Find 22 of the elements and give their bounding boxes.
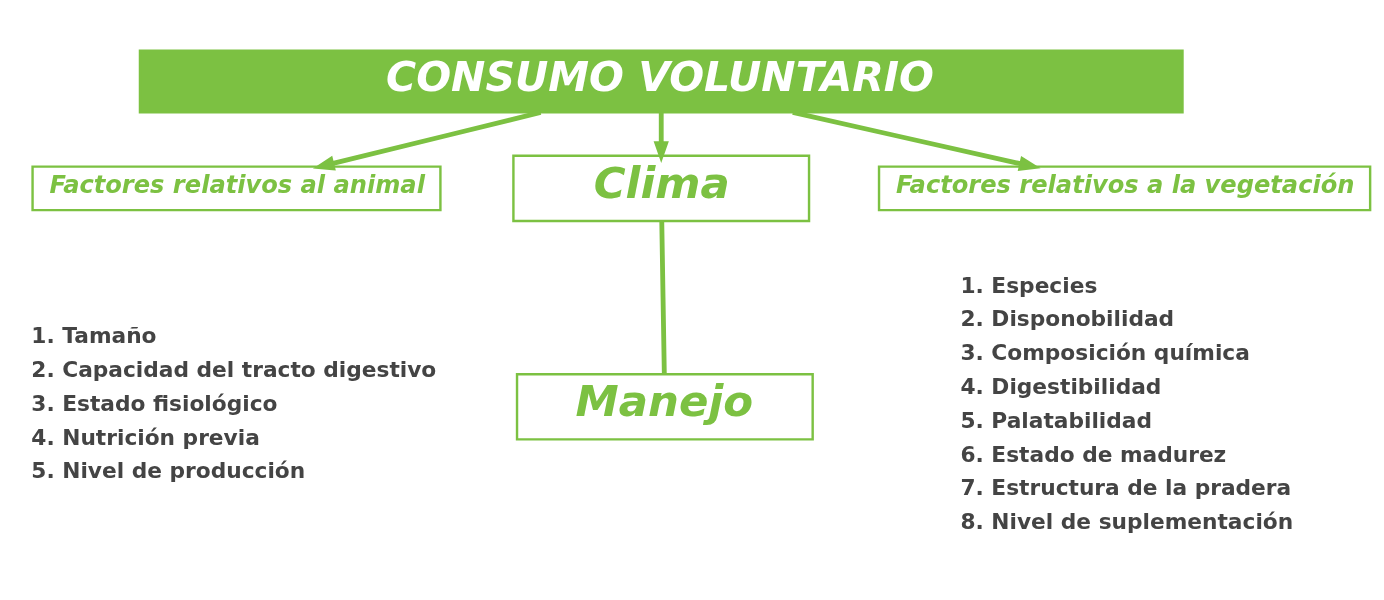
node-label: 5. Palatabilidad bbox=[960, 407, 1153, 433]
node-label: 8. Nivel de suplementación bbox=[960, 509, 1294, 535]
node-box: Manejo bbox=[515, 373, 814, 441]
node-label: 2. Capacidad del tracto digestivo bbox=[31, 357, 437, 383]
node-label: 4. Nutrición previa bbox=[31, 424, 260, 450]
node-label: 5. Nivel de producción bbox=[31, 458, 306, 484]
node-box: Clima bbox=[512, 154, 811, 223]
node-box: Factores relativos a la vegetación bbox=[877, 165, 1372, 212]
arrow bbox=[653, 112, 669, 163]
node-label: 4. Digestibilidad bbox=[960, 374, 1162, 399]
node-label: 3. Estado fisiológico bbox=[31, 390, 278, 416]
node-label: 1. Especies bbox=[960, 272, 1098, 298]
node-label: 2. Disponobilidad bbox=[960, 306, 1175, 332]
node-label: 6. Estado de madurez bbox=[960, 441, 1227, 467]
node-label: 7. Estructura de la pradera bbox=[960, 475, 1292, 501]
node-label: 3. Composición química bbox=[960, 340, 1250, 366]
arrow bbox=[792, 110, 1041, 171]
arrow bbox=[312, 110, 542, 171]
node-label: 1. Tamaño bbox=[31, 323, 157, 349]
node-box: CONSUMO VOLUNTARIO bbox=[138, 49, 1184, 114]
connector bbox=[659, 220, 667, 375]
node-box: Factores relativos al animal bbox=[31, 165, 442, 212]
